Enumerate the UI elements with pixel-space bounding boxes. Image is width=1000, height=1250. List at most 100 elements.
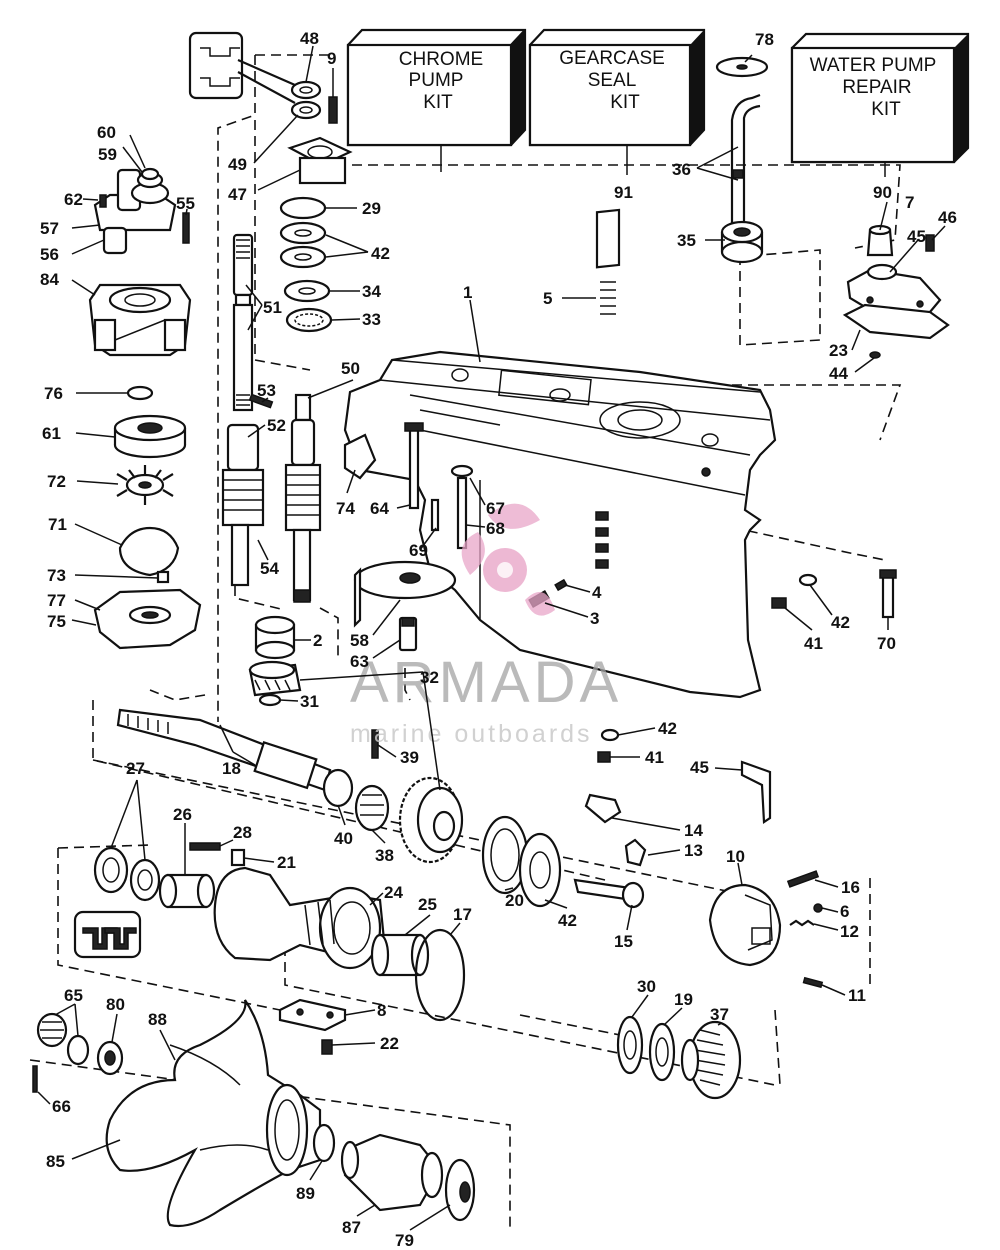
callout-80: 76	[44, 384, 63, 403]
o-ring-51	[290, 100, 322, 120]
callout-21: 21	[277, 853, 296, 872]
callout-46: 44	[829, 364, 848, 383]
pin-39	[371, 729, 379, 759]
callout-49: 47	[228, 185, 247, 204]
callout-85: 85	[46, 1152, 65, 1171]
anode-60	[353, 560, 457, 628]
thrust-washer-44	[518, 832, 562, 908]
o-ring-80	[126, 385, 154, 401]
callout-52: 50	[341, 359, 360, 378]
callout-67: 65	[64, 986, 83, 1005]
kit-label-line: GEARCASE	[559, 48, 665, 69]
o-ring-29	[279, 196, 327, 220]
svg-text:PUMP: PUMP	[409, 70, 464, 91]
watermark-tagline: marine outboards	[350, 720, 593, 748]
armada-watermark: ARMADA marine outboards	[350, 503, 618, 748]
callout-26: 26	[173, 805, 192, 824]
callout-58: 56	[40, 245, 59, 264]
callout-10: 10	[726, 847, 745, 866]
svg-text:WATER PUMP: WATER PUMP	[810, 55, 937, 76]
callout-13: 13	[684, 841, 703, 860]
trim-tab-76	[343, 433, 377, 480]
callout-14: 14	[684, 821, 703, 840]
bearing-carrier-24	[213, 866, 387, 970]
thrust-bearing-33	[285, 307, 333, 333]
detent-spring-ball-6-12-16-11	[786, 870, 824, 989]
screw-64	[99, 194, 107, 208]
callout-90: 91	[614, 183, 633, 202]
callout-70: 68	[486, 519, 505, 538]
callout-32: 32	[420, 668, 439, 687]
callout-71: 69	[409, 541, 428, 560]
callout-35: 35	[677, 231, 696, 250]
plate-63	[113, 414, 187, 459]
callout-31: 31	[300, 692, 319, 711]
callout-42b: 42	[658, 719, 677, 738]
liner-58	[102, 226, 128, 255]
nut-31	[258, 693, 282, 707]
callout-48: 46	[938, 208, 957, 227]
svg-text:KIT: KIT	[871, 99, 901, 120]
callout-78: 79	[395, 1231, 414, 1250]
callout-30: 30	[637, 977, 656, 996]
callout-73: 71	[48, 515, 67, 534]
kit-label-line: CHROME	[399, 49, 483, 70]
callout-39: 39	[400, 748, 419, 767]
washer-43b	[279, 245, 327, 269]
callout-27: 27	[126, 759, 145, 778]
thrust-bushing-86	[340, 1133, 444, 1212]
callout-23: 23	[829, 341, 848, 360]
kit-label-line: WATER PUMP	[810, 55, 937, 76]
chrome-pump-kit-box: CHROME PUMP KIT	[346, 28, 527, 147]
callout-18: 18	[222, 759, 241, 778]
callout-11: 11	[848, 986, 866, 1005]
bearing-25	[370, 933, 430, 977]
screw-65	[398, 616, 418, 652]
bearing-2	[254, 615, 296, 660]
screw-9	[328, 96, 338, 124]
callout-29: 29	[362, 199, 381, 218]
screw-48	[925, 234, 935, 252]
pin-55	[248, 393, 274, 409]
screw-28	[189, 842, 221, 851]
callout-47: 45	[690, 758, 709, 777]
bracket-8	[278, 998, 347, 1032]
callout-24: 24	[384, 883, 403, 902]
callout-83: 80	[106, 995, 125, 1014]
svg-text:KIT: KIT	[423, 92, 453, 113]
callout-5: 5	[543, 289, 552, 308]
kit-label-line: KIT	[423, 92, 453, 113]
callout-41b: 41	[645, 748, 664, 767]
callout-40: 40	[334, 829, 353, 848]
impeller-74	[116, 465, 174, 505]
callout-89: 90	[873, 183, 892, 202]
kit-label-line: KIT	[610, 92, 640, 113]
retainer-21	[230, 848, 246, 867]
water-pump-repair-kit-box: WATER PUMP REPAIR KIT	[790, 32, 970, 164]
grommet-62	[140, 167, 160, 181]
callout-76: 74	[336, 499, 355, 518]
callout-9: 9	[327, 49, 336, 68]
shift-cam-bushing-50	[188, 31, 296, 104]
kit-label-line: KIT	[871, 99, 901, 120]
callout-41: 41	[804, 634, 823, 653]
propeller-shaft-18	[116, 708, 332, 792]
callout-33: 33	[362, 310, 381, 329]
callout-1: 1	[463, 283, 472, 302]
callout-82: 77	[47, 591, 66, 610]
needle-bearing-26	[158, 873, 216, 909]
forward-gear-reverse	[398, 776, 464, 864]
callout-66: 64	[370, 499, 389, 518]
svg-text:REPAIR: REPAIR	[842, 77, 911, 98]
callout-87: 88	[148, 1010, 167, 1029]
shift-lever-47	[740, 760, 772, 824]
callout-50: 48	[300, 29, 319, 48]
callout-56: 54	[260, 559, 279, 578]
callout-79: 75	[47, 612, 66, 631]
seals-27	[73, 846, 161, 959]
callout-57: 55	[176, 194, 195, 213]
screw-22	[321, 1039, 333, 1055]
spring-40	[322, 768, 354, 808]
svg-text:CHROME: CHROME	[399, 49, 483, 70]
callout-28: 28	[233, 823, 252, 842]
